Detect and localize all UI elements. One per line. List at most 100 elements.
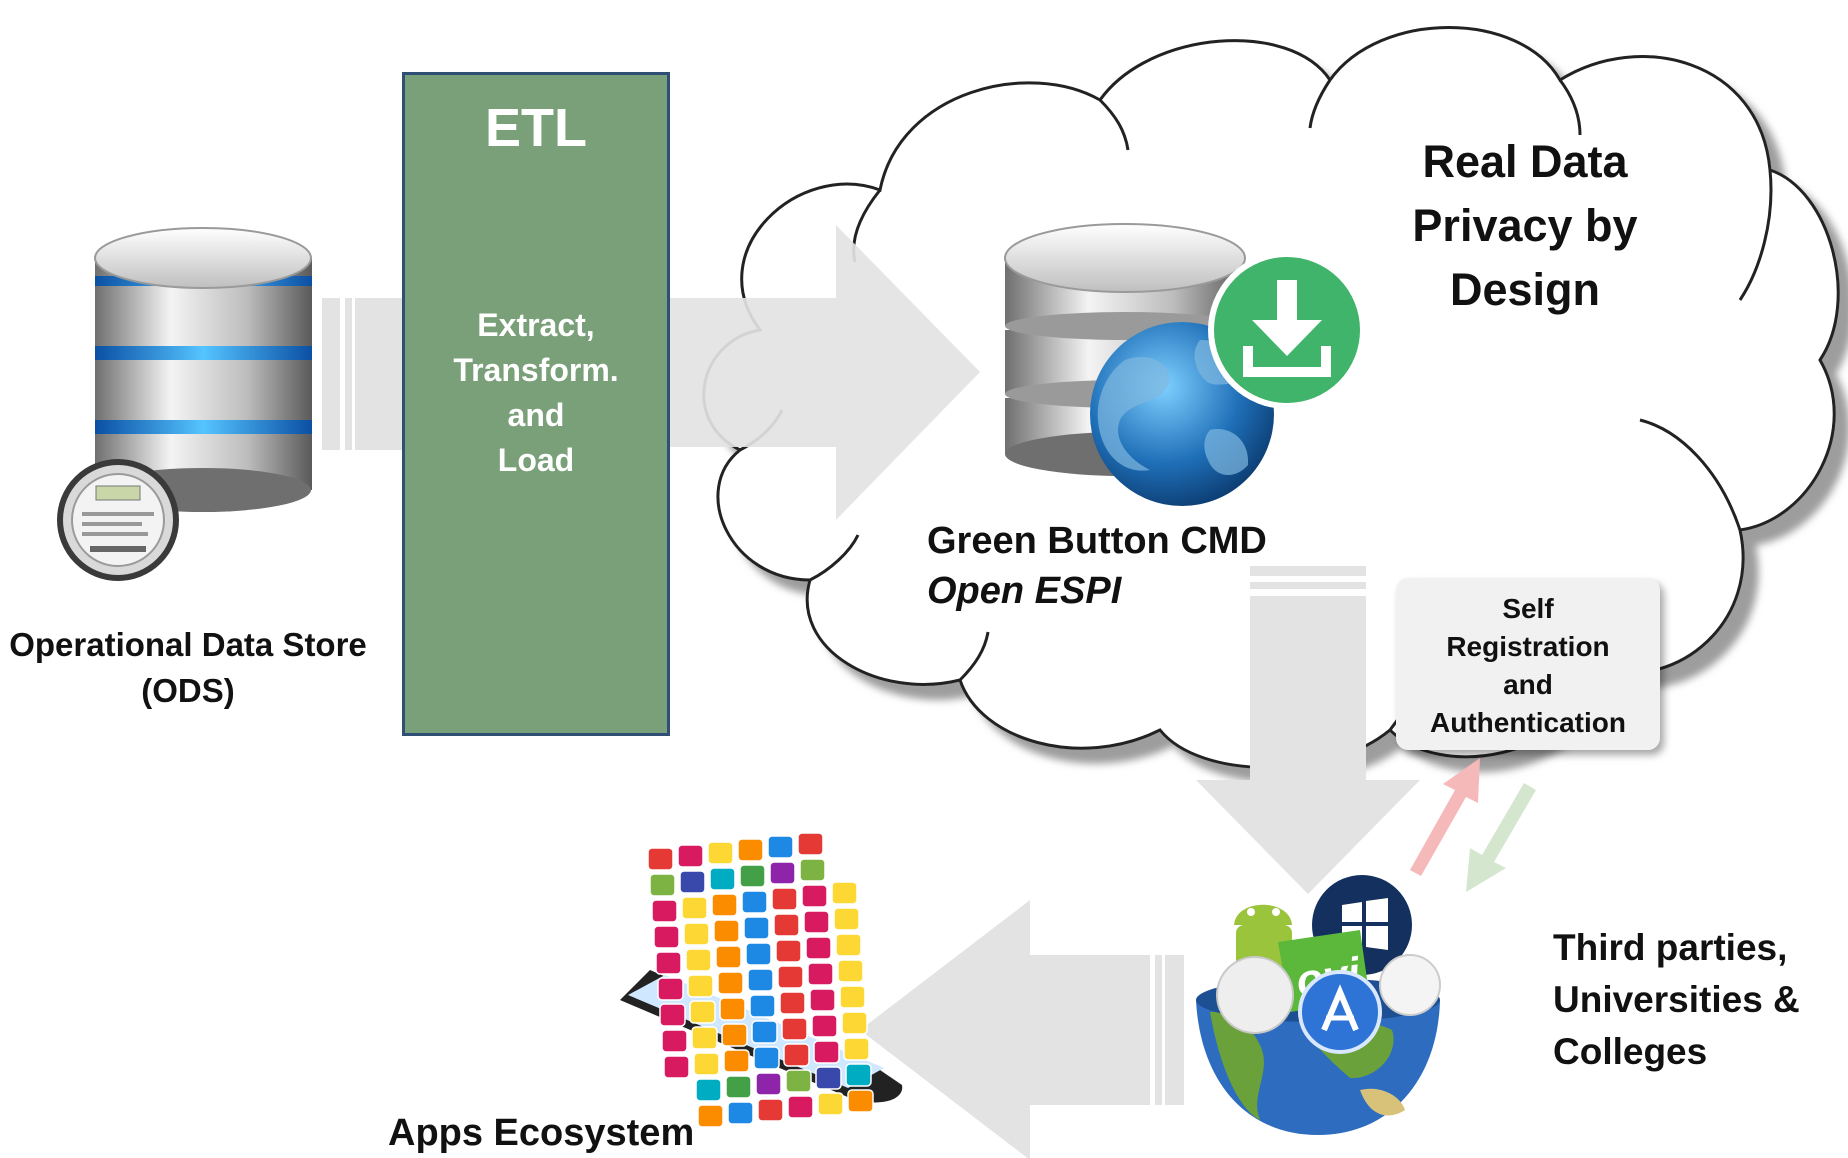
app-tile-icon [785,1069,812,1093]
app-tile-icon [663,1055,690,1079]
app-tile-icon [695,1078,722,1102]
etl-line: Transform. [453,352,619,388]
app-tile-icon [775,939,802,963]
app-tile-icon [757,1098,784,1122]
green-button-title: Green Button CMD [927,520,1267,562]
apps-ecosystem-label: Apps Ecosystem [388,1112,695,1154]
ods-label-line1: Operational Data Store [9,626,367,663]
third-parties-line: Colleges [1553,1031,1708,1072]
etl-to-cloud-arrow [670,225,980,520]
app-tile-icon [773,913,800,937]
app-tile-icon [751,1020,778,1044]
app-tile-icon [677,844,704,868]
app-tile-icon [693,1052,720,1076]
app-tile-icon [653,925,680,949]
app-tile-icon [837,959,864,983]
ods-label: Operational Data Store (ODS) [0,622,376,714]
app-tile-icon [679,870,706,894]
app-tile-icon [841,1011,868,1035]
app-tile-icon [685,948,712,972]
app-tile-icon [801,884,828,908]
app-tile-icon [647,847,674,871]
app-tile-icon [831,881,858,905]
app-tile-icon [725,1075,752,1099]
self-registration-box: Self Registration and Authentication [1396,578,1660,750]
app-tile-icon [805,936,832,960]
smart-meter-icon [57,459,179,581]
app-tile-icon [649,873,676,897]
app-tile-icon [817,1092,844,1116]
app-tile-icon [681,896,708,920]
app-tile-icon [835,933,862,957]
app-tile-icon [657,977,684,1001]
selfreg-line: Registration [1446,631,1610,662]
app-tile-icon [815,1066,842,1090]
app-tile-icon [661,1029,688,1053]
green-button-subtitle: Open ESPI [927,570,1122,612]
selfreg-line: Self [1502,593,1554,624]
app-tile-icon [715,945,742,969]
download-icon [1208,251,1366,409]
auth-up-arrow [1410,758,1480,876]
app-tile-icon [781,1017,808,1041]
app-tile-icon [745,942,772,966]
app-tile-icon [767,835,794,859]
app-tile-icon [719,997,746,1021]
app-tile-icon [689,1000,716,1024]
thirdparty-to-apps-arrow [860,900,1184,1158]
app-tile-icon [713,919,740,943]
app-tile-icon [755,1072,782,1096]
self-registration-text: Self Registration and Authentication [1396,590,1660,742]
etl-box: ETL Extract, Transform. and Load [402,72,670,736]
app-tile-icon [655,951,682,975]
etl-description: Extract, Transform. and Load [405,303,667,483]
app-tile-icon [777,965,804,989]
app-tile-icon [811,1014,838,1038]
app-tile-icon [687,974,714,998]
app-tile-icon [779,991,806,1015]
app-tile-icon [707,841,734,865]
auth-down-arrow [1466,783,1536,892]
app-tile-icon [843,1037,870,1061]
privacy-line: Privacy by [1412,200,1638,251]
app-tile-icon [769,861,796,885]
app-tile-icon [783,1043,810,1067]
etl-line: and [507,397,565,433]
app-tile-icon [833,907,860,931]
selfreg-line: Authentication [1430,707,1626,738]
app-tile-icon [839,985,866,1009]
app-tile-icon [717,971,744,995]
app-tile-icon [711,893,738,917]
third-parties-label: Third parties, Universities & Colleges [1553,922,1800,1078]
app-tile-icon [683,922,710,946]
app-tile-icon [709,867,736,891]
app-tile-icon [771,887,798,911]
selfreg-line: and [1503,669,1553,700]
app-tile-icon [809,988,836,1012]
app-tile-icon [727,1101,754,1125]
app-tile-icon [799,858,826,882]
app-tile-icon [659,1003,686,1027]
ods-database-icon [94,227,312,512]
app-tile-icon [747,968,774,992]
third-parties-line: Third parties, [1553,927,1788,968]
app-tile-icon [813,1040,840,1064]
app-tile-icon [697,1104,724,1128]
app-tile-icon [739,864,766,888]
app-tile-icon [743,916,770,940]
app-tiles-grid [647,832,874,1128]
app-tile-icon [753,1046,780,1070]
app-tile-icon [807,962,834,986]
app-tile-icon [741,890,768,914]
privacy-line: Real Data [1422,136,1628,187]
etl-line: Extract, [477,307,595,343]
app-tile-icon [737,838,764,862]
cloud-to-thirdparty-arrow [1196,566,1420,894]
app-tile-icon [651,899,678,923]
ods-to-etl-arrow [322,298,402,450]
app-tile-icon [847,1089,874,1113]
app-tile-icon [803,910,830,934]
ods-label-line2: (ODS) [141,672,235,709]
privacy-by-design-label: Real Data Privacy by Design [1360,130,1690,322]
